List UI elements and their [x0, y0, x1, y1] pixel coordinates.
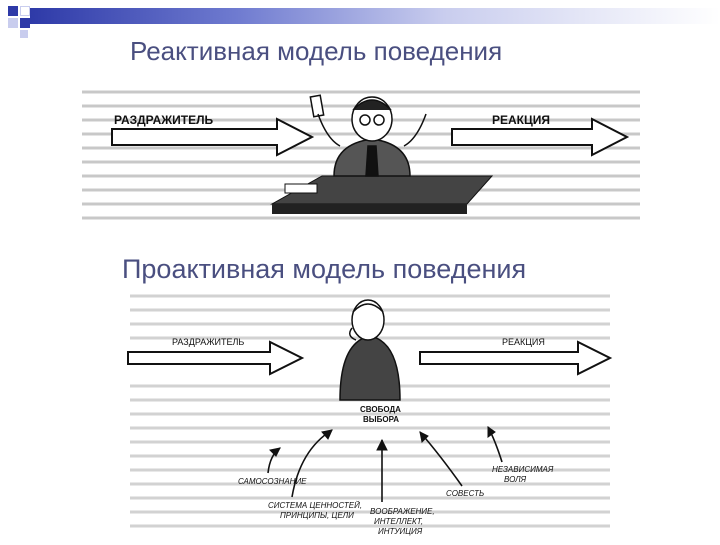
- will-line-1: НЕЗАВИСИМАЯ: [492, 465, 554, 474]
- person-illustration: [339, 299, 401, 401]
- reactive-model-figure: РАЗДРАЖИТЕЛЬ РЕАКЦИЯ: [72, 84, 650, 232]
- stimulus-arrow: [127, 340, 305, 376]
- header-gradient-bar: [30, 8, 720, 24]
- conscience-label: СОВЕСТЬ: [446, 489, 484, 498]
- imagination-line-3: ИНТУИЦИЯ: [378, 527, 423, 536]
- stimulus-label: РАЗДРАЖИТЕЛЬ: [114, 113, 214, 127]
- response-arrow: [451, 117, 630, 157]
- response-label: РЕАКЦИЯ: [492, 113, 550, 127]
- freedom-line-1: СВОБОДА: [360, 405, 401, 414]
- influence-arrowheads: [268, 426, 496, 457]
- response-arrow: [419, 340, 613, 376]
- response-label: РЕАКЦИЯ: [502, 337, 545, 347]
- stimulus-label: РАЗДРАЖИТЕЛЬ: [172, 337, 244, 347]
- proactive-model-figure: РАЗДРАЖИТЕЛЬ РЕАКЦИЯ СВОБОДА ВЫБОРА: [120, 290, 620, 540]
- self-awareness-label: САМОСОЗНАНИЕ: [238, 477, 307, 486]
- corner-decoration: [0, 0, 60, 40]
- freedom-of-choice-label: СВОБОДА ВЫБОРА: [360, 405, 403, 424]
- values-label: СИСТЕМА ЦЕННОСТЕЙ, ПРИНЦИПЫ, ЦЕЛИ: [268, 501, 364, 520]
- imagination-label: ВООБРАЖЕНИЕ, ИНТЕЛЛЕКТ, ИНТУИЦИЯ: [370, 507, 437, 536]
- freedom-line-2: ВЫБОРА: [363, 415, 399, 424]
- stimulus-arrow: [111, 117, 315, 157]
- values-line-1: СИСТЕМА ЦЕННОСТЕЙ,: [268, 501, 362, 510]
- table-illustration: [270, 175, 494, 214]
- values-line-2: ПРИНЦИПЫ, ЦЕЛИ: [280, 511, 354, 520]
- reactive-model-title: Реактивная модель поведения: [130, 36, 503, 66]
- independent-will-label: НЕЗАВИСИМАЯ ВОЛЯ: [492, 465, 556, 484]
- imagination-line-1: ВООБРАЖЕНИЕ,: [370, 507, 435, 516]
- will-line-2: ВОЛЯ: [504, 475, 527, 484]
- proactive-model-title: Проактивная модель поведения: [122, 254, 527, 284]
- person-illustration: [309, 94, 427, 177]
- imagination-line-2: ИНТЕЛЛЕКТ,: [374, 517, 423, 526]
- background-text-lines: [130, 294, 610, 528]
